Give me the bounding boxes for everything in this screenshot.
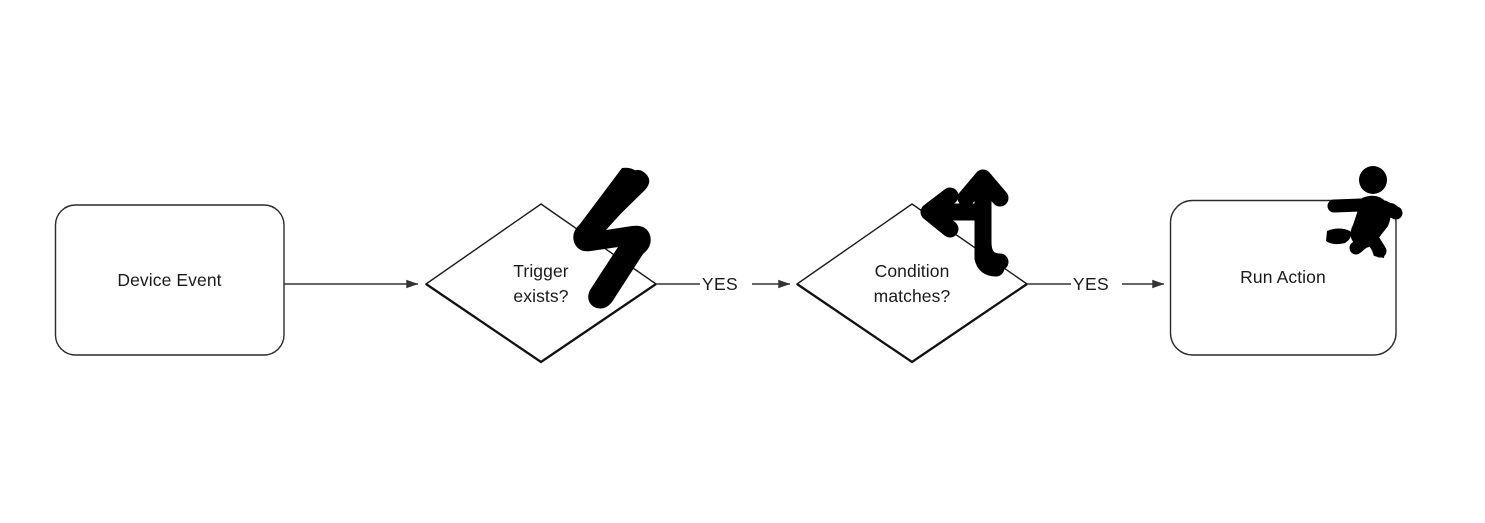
lightning-bolt-icon — [573, 167, 651, 309]
edge-label-condition-yes: YES — [1072, 274, 1110, 294]
node-trigger-exists-shadow-edge — [425, 283, 657, 364]
running-person-icon — [1326, 166, 1403, 258]
branch-arrow-icon — [920, 169, 1009, 277]
node-condition-matches-shape[interactable] — [795, 203, 1029, 363]
node-device-event-shape[interactable] — [54, 204, 285, 356]
edge-label-trigger-yes: YES — [701, 274, 739, 294]
node-condition-matches-shadow-edge — [796, 283, 1028, 364]
